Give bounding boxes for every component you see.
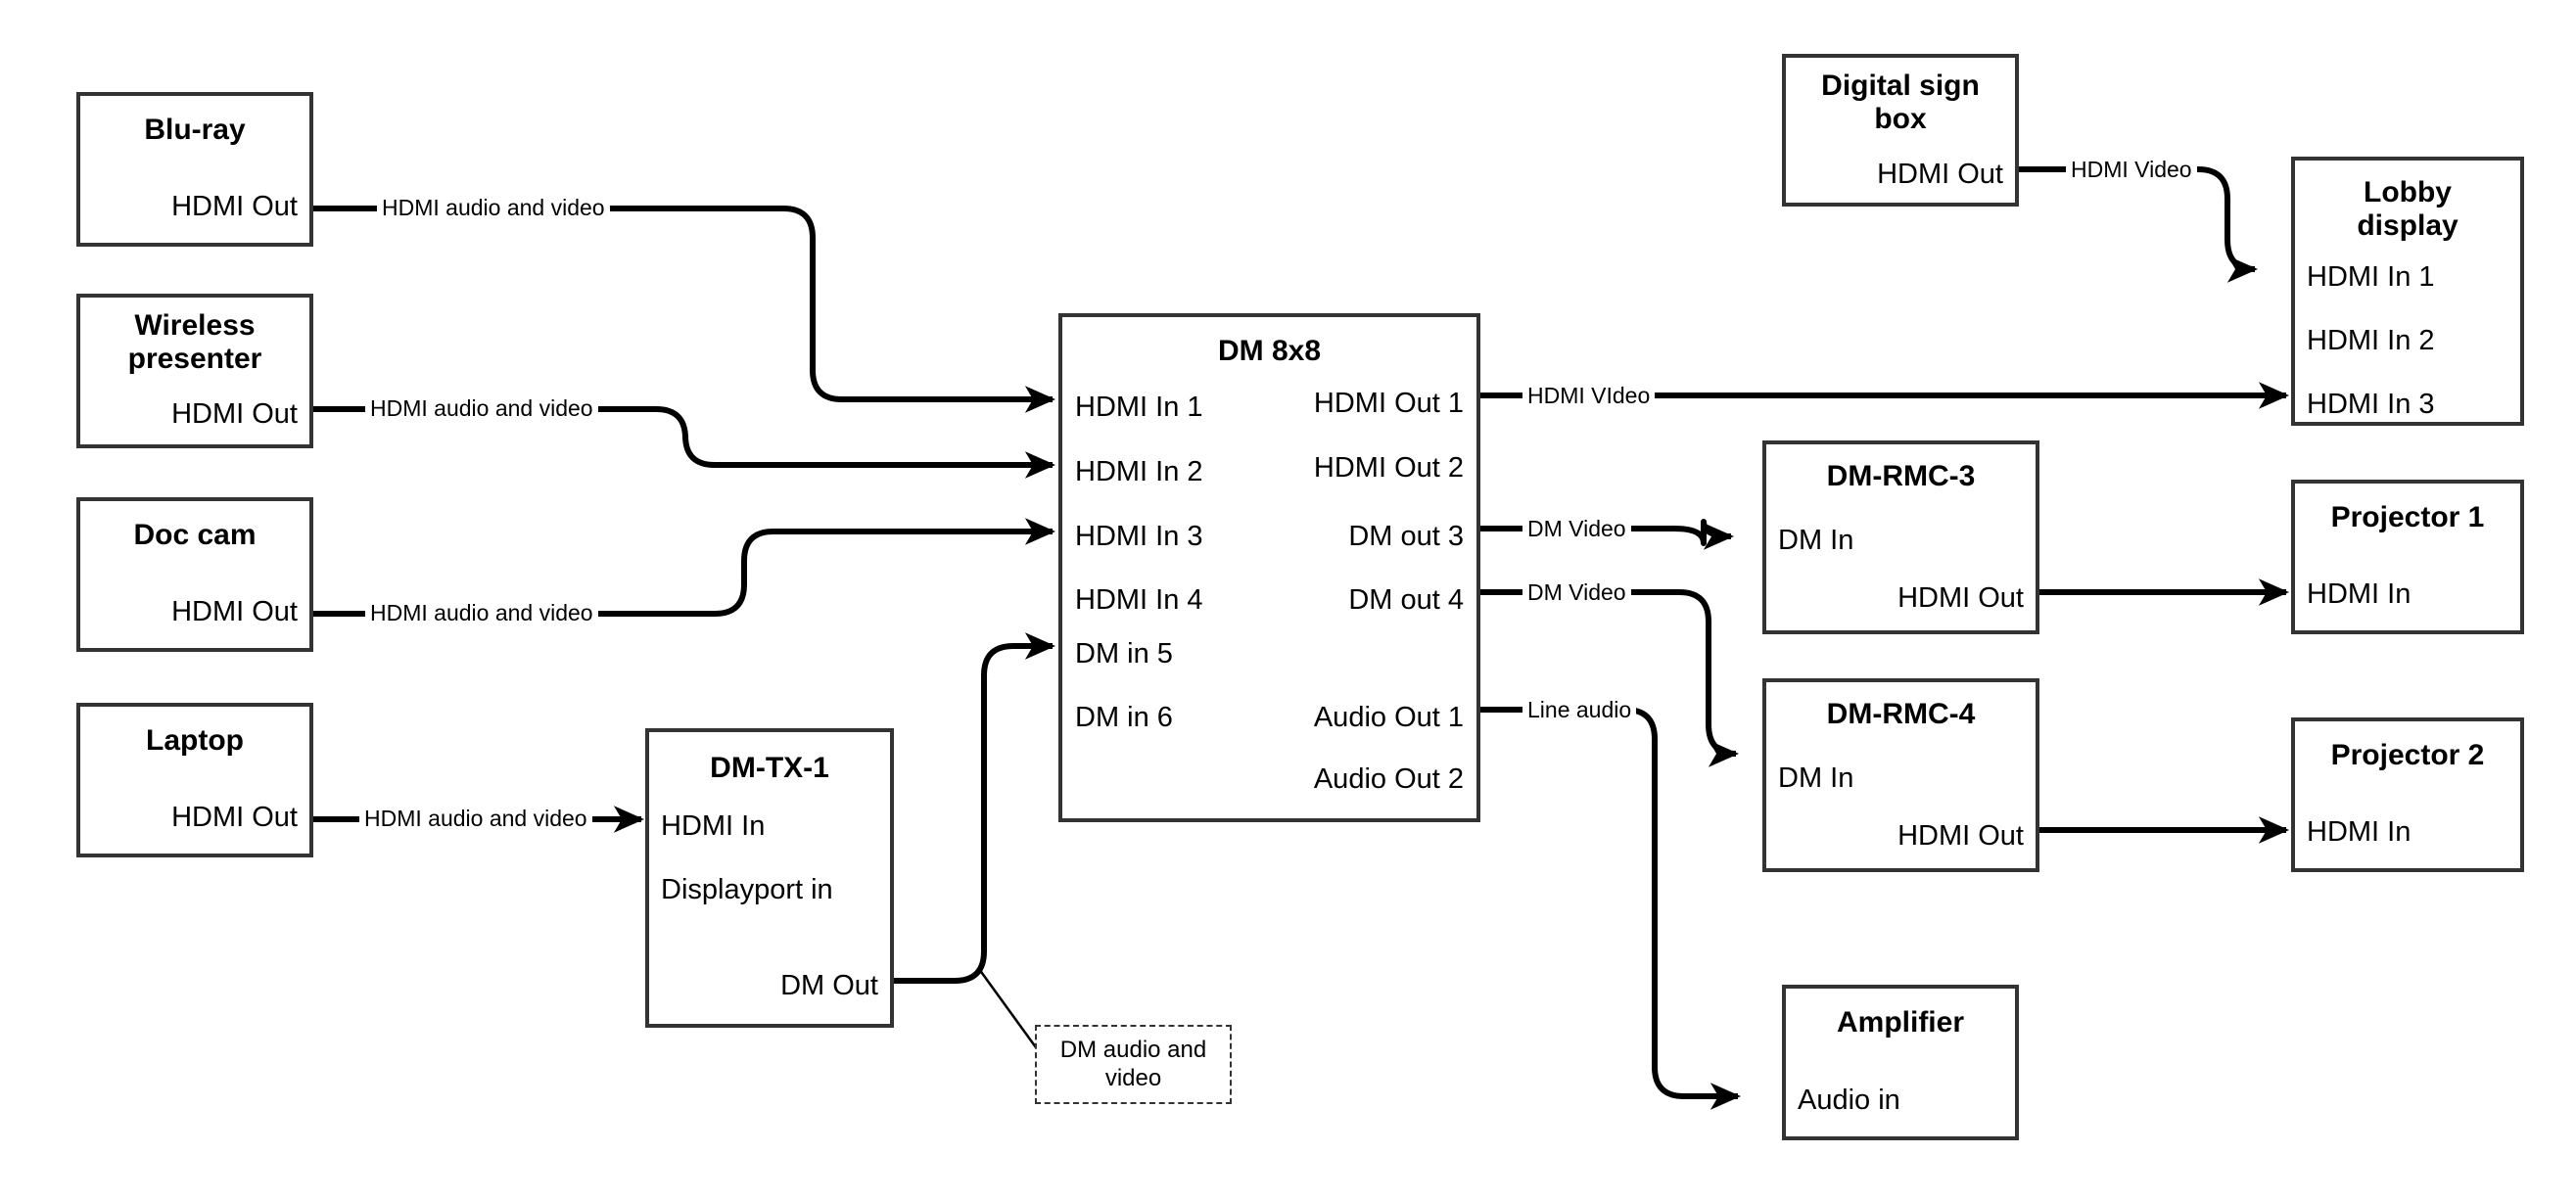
node-dm-rmc-3-port-dm-in: DM In bbox=[1778, 525, 1854, 556]
node-dm-rmc-3-port-hdmi-out: HDMI Out bbox=[1897, 582, 2024, 614]
edge-label-dm8x8-audioout1-to-amplifier: Line audio bbox=[1522, 699, 1637, 721]
node-dm-tx-1-port-displayport-in: Displayport in bbox=[661, 874, 833, 905]
node-dm-8x8-output-4: DM out 4 bbox=[1348, 584, 1464, 616]
node-doc-cam-title: Doc cam bbox=[133, 519, 257, 551]
node-dm-tx-1[interactable]: DM-TX-1 HDMI In Displayport in DM Out bbox=[645, 728, 894, 1028]
node-projector-1[interactable]: Projector 1 HDMI In bbox=[2291, 480, 2524, 634]
node-bluray-port-hdmi-out: HDMI Out bbox=[171, 191, 298, 222]
node-dm-8x8-input-4: HDMI In 4 bbox=[1075, 584, 1203, 616]
edge-label-laptop-to-dmtx1: HDMI audio and video bbox=[359, 808, 592, 830]
wire-signbox-to-lobby-in1 bbox=[2019, 166, 2259, 283]
node-wireless-presenter-title-line2: presenter bbox=[127, 343, 262, 375]
node-dm-8x8-output-1: HDMI Out 1 bbox=[1313, 388, 1464, 419]
node-amplifier[interactable]: Amplifier Audio in bbox=[1782, 985, 2019, 1140]
node-dm-8x8-output-2: HDMI Out 2 bbox=[1313, 452, 1464, 484]
node-dm-8x8-input-2: HDMI In 2 bbox=[1075, 456, 1203, 487]
edge-label-dm8x8-out1-to-lobby: HDMI VIdeo bbox=[1522, 385, 1656, 407]
node-digital-sign-box-title-line1: Digital sign bbox=[1821, 69, 1980, 102]
leader-line-dm-audio-video-note bbox=[977, 968, 1043, 1055]
node-dm-8x8-output-6: Audio Out 2 bbox=[1313, 763, 1464, 795]
node-lobby-display[interactable]: Lobby display HDMI In 1 HDMI In 2 HDMI I… bbox=[2291, 157, 2524, 426]
node-dm-rmc-4-port-hdmi-out: HDMI Out bbox=[1897, 820, 2024, 852]
node-lobby-display-input-2: HDMI In 2 bbox=[2307, 325, 2435, 356]
edge-label-wireless-to-dm8x8: HDMI audio and video bbox=[365, 397, 598, 420]
node-dm-tx-1-port-dm-out: DM Out bbox=[780, 970, 878, 1001]
node-wireless-presenter[interactable]: Wireless presenter HDMI Out bbox=[76, 294, 313, 448]
node-dm-tx-1-title: DM-TX-1 bbox=[710, 752, 829, 784]
node-lobby-display-title-line1: Lobby bbox=[2364, 176, 2452, 208]
node-projector-2-port-hdmi-in: HDMI In bbox=[2307, 816, 2412, 848]
wire-dmtx1-to-dm8x8-in5 bbox=[894, 632, 1056, 984]
node-dm-8x8-input-6: DM in 6 bbox=[1075, 702, 1173, 733]
node-projector-2[interactable]: Projector 2 HDMI In bbox=[2291, 717, 2524, 872]
node-dm-rmc-3-title: DM-RMC-3 bbox=[1826, 460, 1976, 492]
node-dm-rmc-4-title: DM-RMC-4 bbox=[1826, 698, 1976, 730]
node-bluray[interactable]: Blu-ray HDMI Out bbox=[76, 92, 313, 247]
node-digital-sign-box-port-hdmi-out: HDMI Out bbox=[1877, 159, 2003, 190]
node-wireless-presenter-title-line1: Wireless bbox=[134, 309, 256, 342]
node-projector-2-title: Projector 2 bbox=[2330, 739, 2485, 771]
wire-dm8x8-audioout1-to-amplifier bbox=[1480, 707, 1742, 1110]
node-dm-8x8-input-1: HDMI In 1 bbox=[1075, 392, 1203, 423]
annotation-dm-audio-and-video: DM audio and video bbox=[1035, 1025, 1232, 1104]
node-doc-cam-port-hdmi-out: HDMI Out bbox=[171, 596, 298, 627]
node-bluray-title: Blu-ray bbox=[144, 114, 246, 146]
node-amplifier-title: Amplifier bbox=[1836, 1006, 1965, 1039]
node-dm-rmc-4[interactable]: DM-RMC-4 DM In HDMI Out bbox=[1762, 678, 2039, 872]
node-laptop-port-hdmi-out: HDMI Out bbox=[171, 802, 298, 833]
node-dm-8x8-output-3: DM out 3 bbox=[1348, 521, 1464, 552]
node-amplifier-port-audio-in: Audio in bbox=[1798, 1085, 1900, 1116]
edge-label-dm8x8-out4-to-rmc4: DM Video bbox=[1522, 581, 1631, 604]
node-projector-1-title: Projector 1 bbox=[2330, 501, 2485, 533]
node-dm-8x8-input-5: DM in 5 bbox=[1075, 638, 1173, 670]
node-dm-rmc-4-port-dm-in: DM In bbox=[1778, 762, 1854, 794]
node-digital-sign-box-title-line2: box bbox=[1874, 103, 1927, 135]
node-dm-8x8-output-5: Audio Out 1 bbox=[1313, 702, 1464, 733]
edge-label-doccam-to-dm8x8: HDMI audio and video bbox=[365, 602, 598, 624]
node-dm-tx-1-port-hdmi-in: HDMI In bbox=[661, 810, 766, 842]
node-laptop[interactable]: Laptop HDMI Out bbox=[76, 703, 313, 857]
node-dm-rmc-3[interactable]: DM-RMC-3 DM In HDMI Out bbox=[1762, 440, 2039, 634]
edge-label-signbox-to-lobby: HDMI Video bbox=[2066, 159, 2197, 181]
node-dm-8x8[interactable]: DM 8x8 HDMI In 1 HDMI In 2 HDMI In 3 HDM… bbox=[1058, 313, 1480, 822]
node-lobby-display-input-3: HDMI In 3 bbox=[2307, 389, 2435, 420]
node-lobby-display-title-line2: display bbox=[2357, 209, 2459, 242]
node-dm-8x8-input-3: HDMI In 3 bbox=[1075, 521, 1203, 552]
node-doc-cam[interactable]: Doc cam HDMI Out bbox=[76, 497, 313, 652]
node-lobby-display-input-1: HDMI In 1 bbox=[2307, 261, 2435, 293]
node-laptop-title: Laptop bbox=[146, 724, 244, 757]
wire-bluray-to-dm8x8-in1 bbox=[313, 206, 1056, 413]
edge-label-dm8x8-out3-to-rmc3: DM Video bbox=[1522, 518, 1631, 540]
wire-dm8x8-out4-to-rmc4 bbox=[1480, 589, 1740, 767]
edge-label-bluray-to-dm8x8: HDMI audio and video bbox=[377, 197, 610, 219]
node-dm-8x8-title: DM 8x8 bbox=[1217, 335, 1322, 367]
node-wireless-presenter-port-hdmi-out: HDMI Out bbox=[171, 398, 298, 430]
node-digital-sign-box[interactable]: Digital sign box HDMI Out bbox=[1782, 54, 2019, 207]
node-projector-1-port-hdmi-in: HDMI In bbox=[2307, 578, 2412, 610]
